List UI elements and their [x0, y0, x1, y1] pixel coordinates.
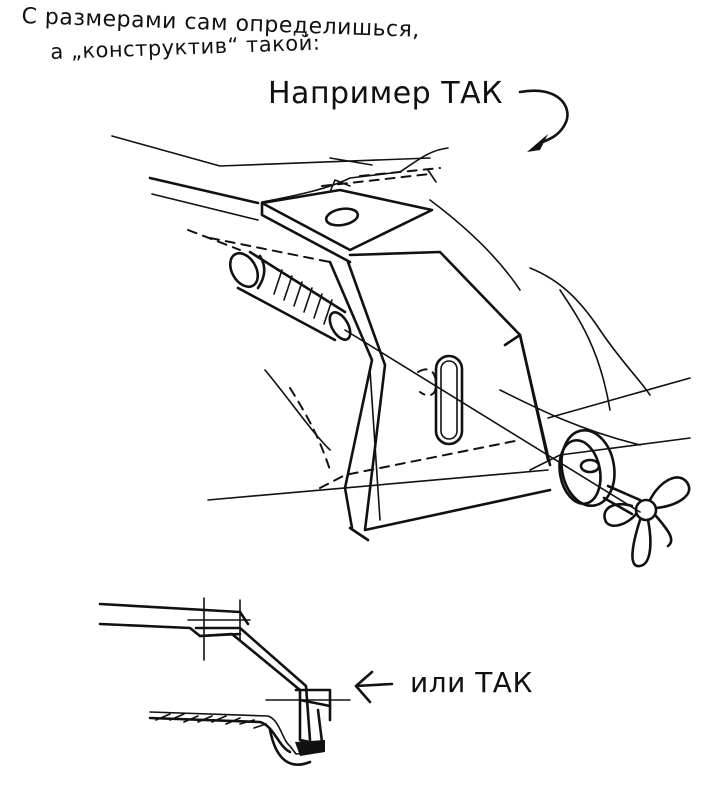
alt-bracket-sketch — [98, 597, 351, 766]
pointer-arrow-bottom — [354, 670, 394, 704]
bracket-top-plate — [260, 169, 437, 264]
bracket-main-plate — [319, 250, 552, 542]
threaded-bolt — [187, 229, 352, 342]
boat-hull-outline — [111, 135, 691, 501]
pointer-arrow-top — [518, 89, 569, 152]
handwritten-note-example: Например ТАК — [268, 76, 503, 111]
bracket-slot — [417, 354, 464, 446]
drive-shaft-line — [344, 329, 641, 513]
propeller — [602, 476, 691, 568]
shaft-flange — [558, 429, 616, 507]
handwritten-note-alternative: или ТАК — [410, 666, 533, 699]
